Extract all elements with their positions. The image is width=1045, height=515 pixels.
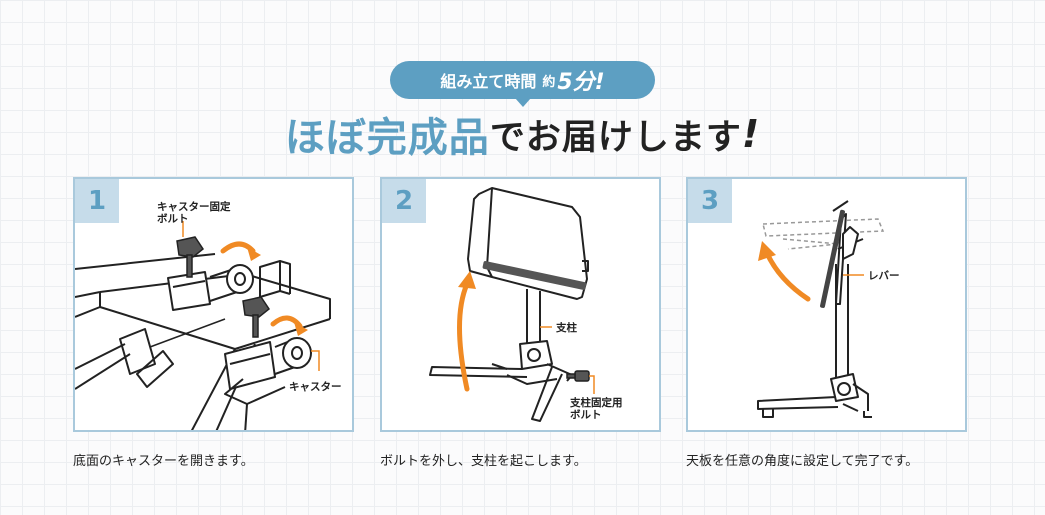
step-2-caption: ボルトを外し、支柱を起こします。	[380, 454, 587, 469]
step-3-caption: 天板を任意の角度に設定して完了です。	[686, 454, 919, 469]
raise-post-illustration	[429, 187, 595, 422]
post-bolt-label: 支柱固定用ボルト	[570, 397, 623, 421]
step-number: 3	[688, 179, 732, 223]
step-2-panel: 2 支柱 支柱固定用ボルト	[380, 177, 661, 432]
step-1-caption: 底面のキャスターを開きます。	[73, 454, 254, 469]
assembly-time-label: 組み立て時間	[440, 72, 537, 91]
assembly-time-badge: 組み立て時間 約 5分!	[390, 61, 655, 107]
headline: ほぼ完成品 でお届けします !	[0, 106, 1045, 162]
headline-text: でお届けします	[489, 117, 742, 158]
caster-unfold-illustration	[75, 221, 331, 430]
set-angle-illustration	[757, 200, 885, 418]
caster-bolt-label: キャスター固定ボルト	[157, 201, 231, 225]
headline-exclamation: !	[741, 112, 761, 156]
post-label: 支柱	[556, 322, 577, 334]
step-number: 2	[382, 179, 426, 223]
step-1-panel: 1 キャスター固定ボルト キャスター	[73, 177, 354, 432]
assembly-time-value: 5分!	[557, 70, 605, 95]
step-number: 1	[75, 179, 119, 223]
assembly-time-approx: 約	[542, 74, 556, 90]
step-3-panel: 3 レバー	[686, 177, 967, 432]
headline-highlight: ほぼ完成品	[284, 115, 490, 161]
lever-label: レバー	[868, 270, 900, 282]
caster-label: キャスター	[289, 381, 342, 393]
